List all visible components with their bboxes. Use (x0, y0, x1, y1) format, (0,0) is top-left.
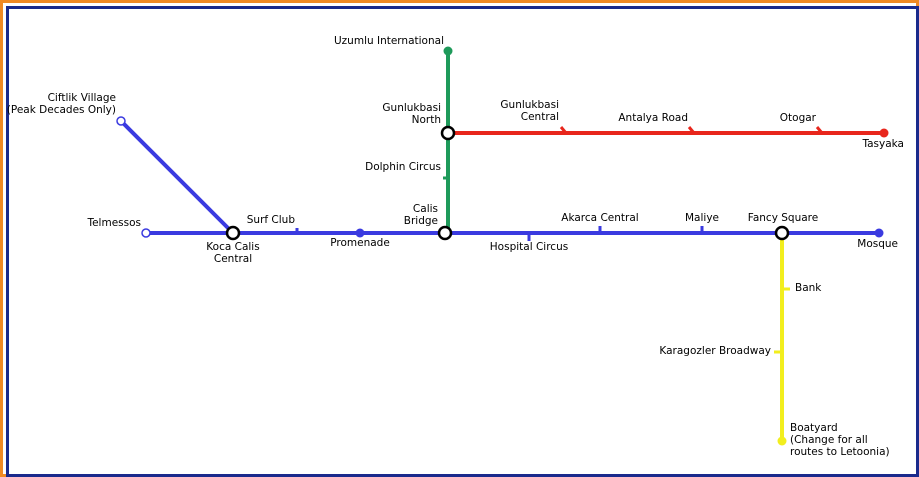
label-uzumlu: Uzumlu International (334, 35, 444, 47)
label-fancy-square: Fancy Square (748, 212, 818, 224)
station-markers (116, 46, 889, 446)
label-ciftlik-line2: (Peak Decades Only) (7, 104, 116, 116)
label-hospital-circus: Hospital Circus (490, 241, 568, 253)
interchange-gunlukbasi-north[interactable] (440, 125, 456, 141)
station-ring-ciftlik[interactable] (116, 116, 126, 126)
interchange-calis-bridge[interactable] (437, 225, 453, 241)
label-karagozler: Karagozler Broadway (659, 345, 771, 357)
label-maliye: Maliye (685, 212, 719, 224)
interchange-koca-calis[interactable] (225, 225, 241, 241)
label-bank: Bank (795, 282, 822, 294)
station-ring-telmessos[interactable] (141, 228, 151, 238)
station-dot-mosque[interactable] (874, 228, 884, 238)
label-telmessos: Telmessos (86, 217, 141, 229)
label-gunlukbasi-north-line2: North (412, 114, 441, 126)
station-dot-tasyaka[interactable] (879, 128, 889, 138)
label-mosque: Mosque (857, 238, 898, 250)
label-koca-calis-line1: Koca Calis (206, 241, 259, 253)
label-calis-bridge-line2: Bridge (404, 215, 438, 227)
map-inner-border (6, 6, 919, 477)
label-surf-club: Surf Club (247, 214, 296, 226)
tick-antalya-road[interactable] (687, 126, 696, 134)
blue-line (119, 119, 881, 235)
station-dot-uzumlu[interactable] (443, 46, 453, 56)
interchange-markers (225, 125, 790, 241)
label-gunlukbasi-north-line1: Gunlukbasi (382, 102, 441, 114)
label-akarca-central: Akarca Central (561, 212, 638, 224)
label-boatyard-line3: routes to Letoonia) (790, 446, 890, 458)
label-dolphin-circus: Dolphin Circus (365, 161, 441, 173)
station-labels: Uzumlu International Gunlukbasi North Gu… (7, 35, 904, 458)
tick-otogar[interactable] (815, 126, 824, 134)
tick-gunlukbasi-central[interactable] (559, 126, 568, 134)
blue-line-ciftlik-branch (119, 119, 235, 235)
label-otogar: Otogar (780, 112, 817, 124)
label-koca-calis-line2: Central (214, 253, 252, 265)
label-gunlukbasi-central-line1: Gunlukbasi (500, 99, 559, 111)
station-dot-promenade[interactable] (355, 228, 365, 238)
label-promenade: Promenade (330, 237, 390, 249)
station-ticks (295, 126, 824, 354)
label-gunlukbasi-central-line2: Central (521, 111, 559, 123)
label-ciftlik-line1: Ciftlik Village (48, 92, 116, 104)
interchange-fancy-square[interactable] (774, 225, 790, 241)
label-boatyard-line2: (Change for all (790, 434, 868, 446)
label-antalya-road: Antalya Road (618, 112, 688, 124)
station-dot-boatyard[interactable] (777, 436, 787, 446)
label-boatyard-line1: Boatyard (790, 422, 838, 434)
label-tasyaka: Tasyaka (861, 138, 904, 150)
label-calis-bridge-line1: Calis (413, 203, 438, 215)
